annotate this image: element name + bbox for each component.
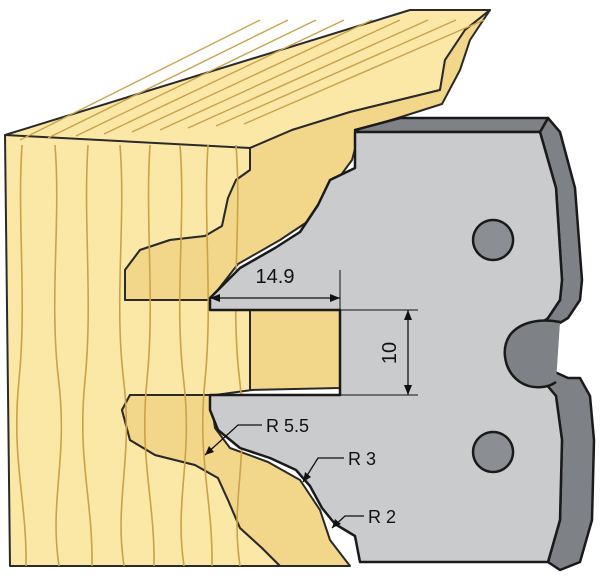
wood-top-grain-line — [159, 19, 401, 131]
wood-grain-line — [81, 144, 93, 567]
radius-label-3: R 2 — [368, 507, 396, 527]
wood-grain-line — [143, 144, 155, 567]
radius-label-2: R 3 — [348, 449, 376, 469]
wood-lower-right-face — [121, 394, 351, 567]
wood-groove-side — [249, 309, 341, 391]
blade-center-notch — [503, 319, 561, 389]
width-dimension-label: 14.9 — [256, 266, 295, 288]
radius-callout-1: R 5.5 — [204, 416, 309, 456]
wood-grain-line — [201, 144, 213, 567]
wood-top-grain-line — [47, 19, 289, 139]
blade-upper-hole — [471, 218, 515, 262]
wood-grain-line — [15, 144, 27, 567]
wood-top-grain-line — [243, 19, 485, 125]
wood-grain-line — [234, 144, 244, 567]
dimension-width: 14.9 — [210, 266, 341, 310]
height-dimension-label: 10 — [379, 342, 401, 364]
wood-grain-lines — [15, 19, 485, 567]
wood-grain-line — [53, 144, 63, 567]
wood-top-grain-line — [187, 19, 429, 129]
profile-blade — [208, 116, 596, 572]
wood-top-grain-line — [131, 19, 373, 133]
dimension-height: 10 — [340, 309, 418, 396]
blade-lower-hole — [471, 430, 515, 474]
wood-grain-line — [118, 144, 128, 567]
wood-workpiece — [4, 9, 491, 567]
radius-label-1: R 5.5 — [266, 416, 309, 436]
radius-callout-3: R 2 — [331, 507, 396, 529]
radius-callout-2: R 3 — [302, 449, 376, 483]
wood-top-grain-line — [19, 19, 261, 141]
wood-top-grain-line — [103, 19, 345, 135]
wood-grain-line — [178, 144, 188, 567]
wood-top-grain-line — [215, 19, 457, 127]
wood-top-grain-line — [75, 19, 317, 137]
